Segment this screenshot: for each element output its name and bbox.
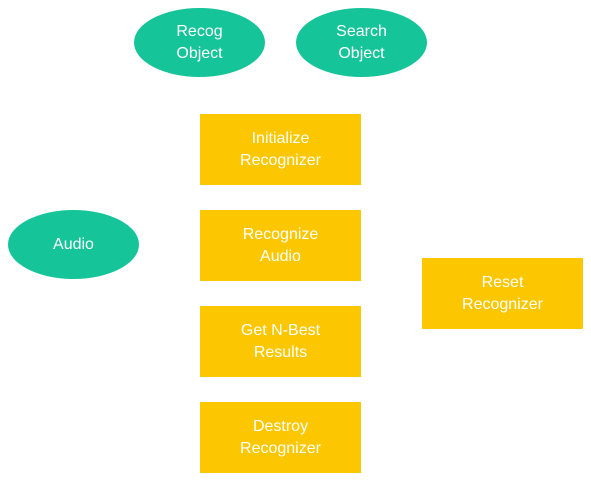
initialize-recognizer-box: Initialize Recognizer xyxy=(200,114,361,185)
recognize-audio-label: Recognize Audio xyxy=(242,225,319,265)
reset-recognizer-box: Reset Recognizer xyxy=(422,258,583,329)
initialize-recognizer-label: Initialize Recognizer xyxy=(240,129,321,169)
destroy-recognizer-label: Destroy Recognizer xyxy=(240,417,321,457)
get-nbest-results-label: Get N-Best Results xyxy=(240,321,321,361)
recog-object-label: Recog Object xyxy=(176,22,223,62)
audio-node: Audio xyxy=(8,210,139,279)
audio-label: Audio xyxy=(53,235,94,253)
search-object-label: Search Object xyxy=(336,22,387,62)
get-nbest-results-box: Get N-Best Results xyxy=(200,306,361,377)
search-object-node: Search Object xyxy=(296,8,427,77)
reset-recognizer-label: Reset Recognizer xyxy=(462,273,543,313)
destroy-recognizer-box: Destroy Recognizer xyxy=(200,402,361,473)
recognize-audio-box: Recognize Audio xyxy=(200,210,361,281)
recog-object-node: Recog Object xyxy=(134,8,265,77)
